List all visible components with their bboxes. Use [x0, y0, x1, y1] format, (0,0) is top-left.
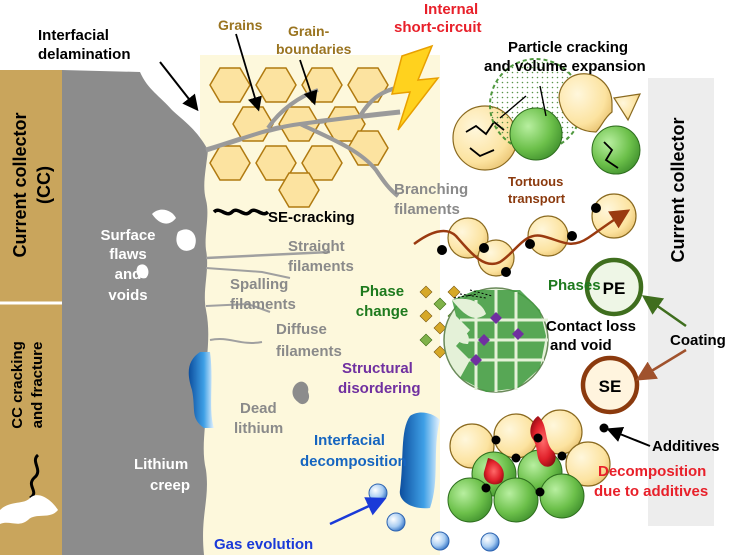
cc-crack-line: [29, 453, 40, 500]
additives-arrow: [606, 427, 651, 447]
dead-lithium-particle: [292, 381, 310, 405]
spalling-filaments-label-1: Spalling: [230, 276, 288, 293]
delamination-arrow: [159, 61, 199, 112]
cc-cracking-label-2: and fracture: [29, 342, 46, 429]
diffuse-filaments-label-2: filaments: [276, 343, 342, 360]
left-collector-label-1: Current collector: [10, 112, 30, 257]
surface-void-1: [152, 209, 176, 224]
short-circuit-label-2: short-circuit: [394, 19, 482, 36]
lithium-metal-anode: [62, 70, 209, 555]
li-interface-decomposition: [188, 352, 214, 428]
interfacial-delamination-label-2: delamination: [38, 46, 131, 63]
branching-filaments-label-1: Branching: [394, 181, 468, 198]
phase-change-label-1: Phase: [360, 283, 404, 300]
cathode-interface-decomposition: [399, 412, 440, 509]
tortuous-label-1: Tortuous: [508, 174, 563, 189]
surface-flaws-label-1: Surface: [100, 227, 155, 244]
grains-arrow: [235, 33, 262, 112]
phases-label: Phases: [548, 277, 601, 294]
interfacial-decomposition-label-2: decomposition: [300, 453, 407, 470]
interfacial-decomposition-label-1: Interfacial: [314, 432, 385, 449]
coating-se-arrow: [635, 348, 687, 381]
tortuous-label-2: transport: [508, 191, 566, 206]
coating-label: Coating: [670, 332, 726, 349]
tortuous-transport-group: [413, 193, 637, 277]
lithium-creep-label-2: creep: [150, 477, 190, 494]
right-collector-label: Current collector: [668, 117, 688, 262]
grains-label: Grains: [218, 17, 263, 33]
structural-disordering-label-2: disordering: [338, 380, 421, 397]
straight-filaments-label-1: Straight: [288, 238, 345, 255]
pe-label: PE: [603, 279, 626, 298]
surface-flaws-label-2: flaws: [109, 246, 147, 263]
structural-disordering-label-1: Structural: [342, 360, 413, 377]
particle-cracking-label-1: Particle cracking: [508, 39, 628, 56]
left-collector-label-2: (CC): [34, 166, 54, 204]
straight-filaments-label-2: filaments: [288, 258, 354, 275]
surface-flaws-label-4: voids: [108, 287, 147, 304]
phase-change-label-2: change: [356, 303, 409, 320]
gas-evolution-label: Gas evolution: [214, 536, 313, 553]
surface-flaws-label-3: and: [115, 266, 142, 283]
pe-particle: [584, 257, 644, 317]
diffuse-filaments-label-1: Diffuse: [276, 321, 327, 338]
short-circuit-lightning-icon: [390, 44, 440, 131]
gas-evolution-arrow: [329, 497, 387, 526]
interfacial-delamination-label-1: Interfacial: [38, 27, 109, 44]
lithium-creep-label-1: Lithium: [134, 456, 188, 473]
coating-pe-arrow: [641, 295, 687, 328]
gas-bubble-3: [430, 531, 450, 551]
phases-particle: [443, 287, 549, 393]
se-crack-line: [212, 208, 270, 216]
branching-filaments-label-2: filaments: [394, 201, 460, 218]
dead-lithium-label-2: lithium: [234, 420, 283, 437]
surface-void-3: [136, 264, 149, 279]
additives-label: Additives: [652, 438, 720, 455]
dead-lithium-label-1: Dead: [240, 400, 277, 417]
particle-cracking-label-2: and volume expansion: [484, 58, 646, 75]
cc-fracture: [0, 495, 58, 524]
additives-cluster: [447, 409, 611, 523]
grain-boundaries-label-2: boundaries: [276, 41, 352, 57]
short-circuit-label-1: Internal: [424, 1, 478, 18]
grain-boundaries-label-1: Grain-: [288, 23, 330, 39]
gas-bubble-4: [480, 532, 500, 552]
spalling-filaments-label-2: filaments: [230, 296, 296, 313]
se-cracking-label: SE-cracking: [268, 209, 355, 226]
decomp-additives-label-2: due to additives: [594, 483, 708, 500]
se-label: SE: [599, 377, 622, 396]
grain-boundaries-arrow: [299, 59, 318, 106]
cc-cracking-label-1: CC cracking: [9, 341, 26, 429]
se-particle: [580, 355, 640, 415]
gas-bubble-2: [386, 512, 406, 532]
left-current-collector: [0, 70, 62, 555]
contact-loss-label-1: Contact loss: [546, 318, 636, 335]
contact-loss-label-2: and void: [550, 337, 612, 354]
gas-bubble-1: [368, 483, 388, 503]
decomp-additives-label-1: Decomposition: [598, 463, 706, 480]
particle-cracking-group: [452, 58, 642, 175]
surface-void-2: [176, 229, 196, 251]
